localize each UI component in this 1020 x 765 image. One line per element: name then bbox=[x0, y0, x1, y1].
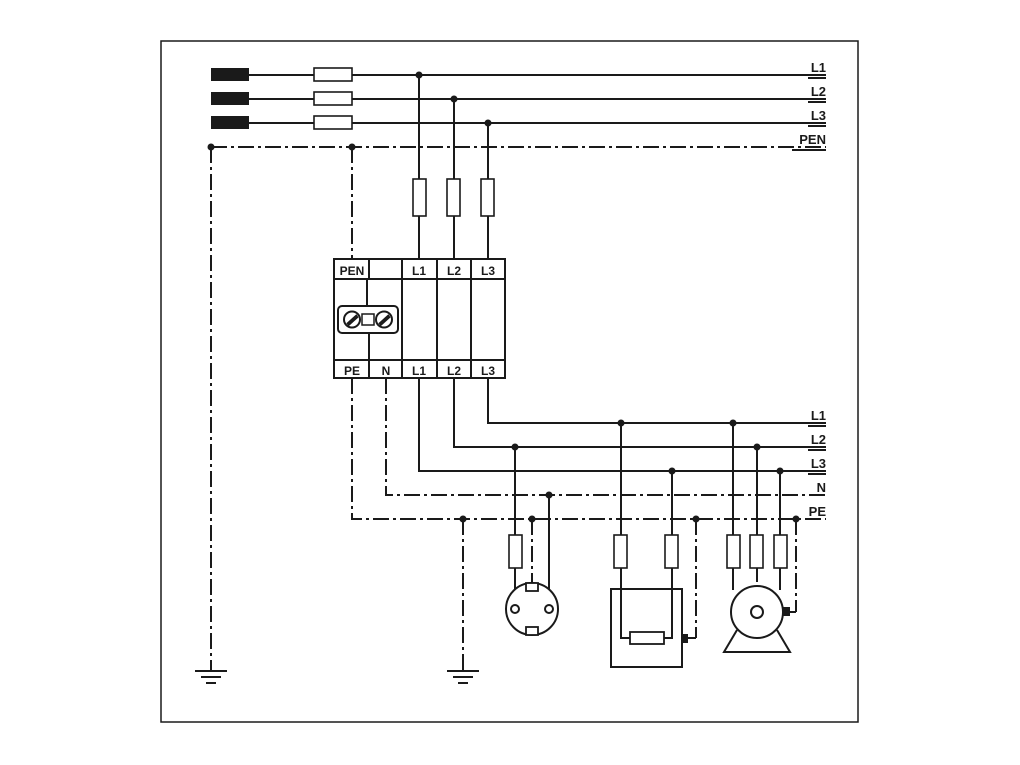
incoming-block-l3 bbox=[211, 116, 249, 129]
incoming-block-l2 bbox=[211, 92, 249, 105]
supply-section: L1 L2 L3 PEN bbox=[207, 60, 826, 671]
supply-label-l1: L1 bbox=[811, 60, 826, 75]
spd-fuse-l3 bbox=[480, 178, 495, 217]
earth-ground-icon bbox=[447, 670, 479, 684]
heater-appliance-icon bbox=[610, 419, 700, 668]
supply-label-l2: L2 bbox=[811, 84, 826, 99]
socket-outlet-icon bbox=[505, 443, 559, 636]
spd-bottom-label-l3: L3 bbox=[481, 364, 495, 378]
earth-ground-icon bbox=[195, 670, 227, 684]
spd-fuse-l2 bbox=[446, 178, 461, 217]
spd-bottom-label-l1: L1 bbox=[412, 364, 426, 378]
main-fuse-l1 bbox=[313, 67, 353, 82]
three-phase-motor-icon bbox=[722, 419, 800, 653]
diagram-frame bbox=[160, 40, 859, 723]
supply-label-pen: PEN bbox=[799, 132, 826, 147]
spd-bottom-label-pe: PE bbox=[344, 364, 360, 378]
incoming-block-l1 bbox=[211, 68, 249, 81]
dist-label-l2: L2 bbox=[811, 432, 826, 447]
pen-link-terminal-icon bbox=[337, 305, 399, 334]
supply-label-l3: L3 bbox=[811, 108, 826, 123]
spd-branch bbox=[348, 71, 495, 259]
spd-top-label-pen: PEN bbox=[340, 264, 365, 278]
spd-bottom-label-n: N bbox=[382, 364, 391, 378]
main-fuse-l3 bbox=[313, 115, 353, 130]
dist-label-pe: PE bbox=[809, 504, 827, 519]
dist-label-n: N bbox=[817, 480, 826, 495]
main-fuse-l2 bbox=[313, 91, 353, 106]
outgoing-wiring: L1 L2 L3 N PE bbox=[351, 378, 827, 671]
spd-bottom-label-l2: L2 bbox=[447, 364, 461, 378]
spd-top-label-l1: L1 bbox=[412, 264, 426, 278]
surge-protection-device: PEN L1 L2 L3 PE N L1 L2 L3 bbox=[333, 258, 506, 379]
dist-label-l3: L3 bbox=[811, 456, 826, 471]
spd-fuse-l1 bbox=[412, 178, 427, 217]
spd-top-label-l2: L2 bbox=[447, 264, 461, 278]
spd-top-label-l3: L3 bbox=[481, 264, 495, 278]
dist-label-l1: L1 bbox=[811, 408, 826, 423]
